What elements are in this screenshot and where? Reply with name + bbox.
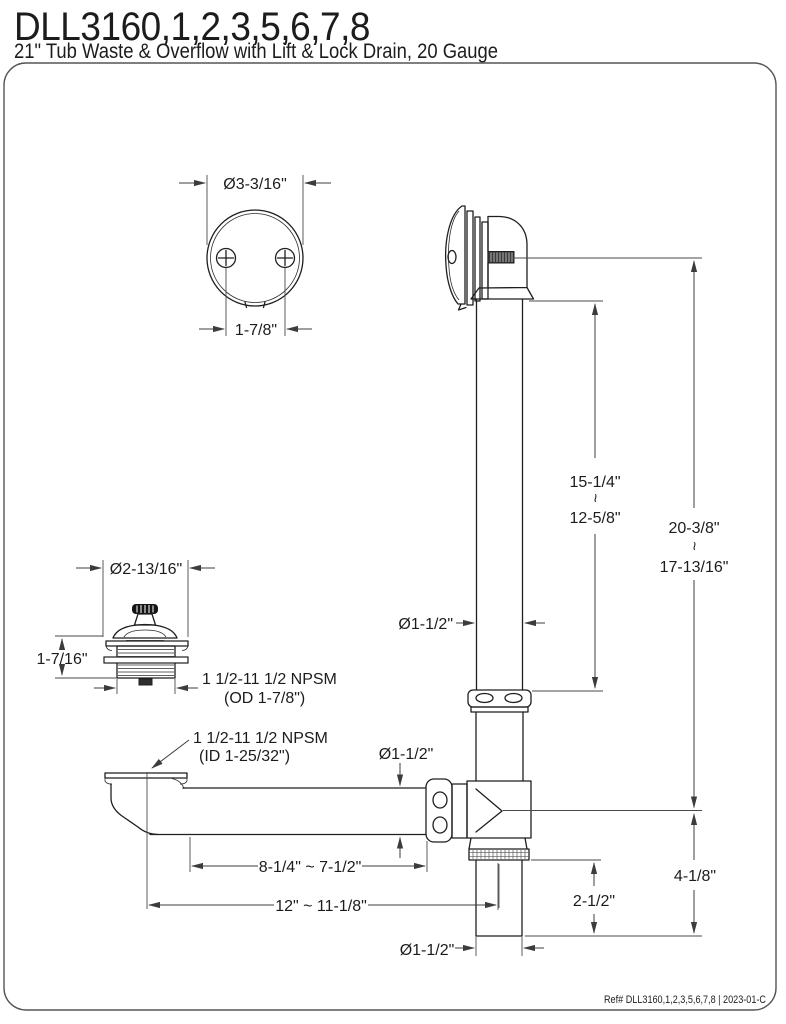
drain-thread-label: 1 1/2-11 1/2 NPSM <box>202 671 337 688</box>
tee-body <box>466 780 532 839</box>
overflow-pipe-diameter-label: Ø1-1/2" <box>398 616 453 633</box>
coupling-slot-right <box>504 692 523 704</box>
overall-length-label: 12" ~ 11-1/8" <box>275 898 367 915</box>
overflow-tube-tilde: ~ <box>586 493 603 502</box>
overflow-elbow-assembly <box>444 205 535 311</box>
tee-funnel <box>475 788 503 812</box>
waste-inlet-thread-id-label: (ID 1-25/32") <box>199 748 290 765</box>
overflow-tube-max-label: 15-1/4" <box>569 474 620 491</box>
waste-pipe-diameter-label: Ø1-1/2" <box>379 746 434 763</box>
waste-inlet-thread-label: 1 1/2-11 1/2 NPSM <box>193 730 328 747</box>
tee-nut-flange <box>451 783 468 839</box>
overall-height-max-label: 20-3/8" <box>668 520 719 537</box>
tee-bottom-neck <box>468 837 528 850</box>
overflow-tube-min-label: 12-5/8" <box>569 510 620 527</box>
faceplate-outer-circle <box>206 209 304 307</box>
drain-locknut <box>103 656 189 664</box>
overall-height-tilde: ~ <box>685 541 702 550</box>
faceplate-screw-spacing-label: 1-7/8" <box>235 322 277 339</box>
tee-nut-slot-bottom <box>432 816 448 834</box>
faceplate-screw-side <box>447 249 457 265</box>
waste-inlet-label: 1 1/2-11 1/2 NPSM (ID 1-25/32") <box>151 730 328 769</box>
tee-nut-slot-top <box>432 791 448 809</box>
tailpiece-length-label: 2-1/2" <box>573 893 615 910</box>
tailpiece-diameter-label: Ø1-1/2" <box>400 942 455 959</box>
overall-height-min-label: 17-13/16" <box>660 559 729 576</box>
faceplate-screw-left <box>215 247 237 269</box>
drain-knob-stem <box>133 613 157 626</box>
dimension-annotations: 15-1/4" ~ 12-5/8" 20-3/8" ~ 17-13/16" 4-… <box>148 257 729 959</box>
overflow-tube-assembly <box>425 298 532 937</box>
faceplate-screw-right <box>274 247 296 269</box>
faceplate-side-view <box>444 205 466 305</box>
sheet-border <box>3 62 777 1011</box>
title-block: DLL3160,1,2,3,5,6,7,8 21" Tub Waste & Ov… <box>14 5 498 63</box>
coupling-lip <box>470 706 529 713</box>
drain-shoe-body <box>110 783 159 836</box>
elbow-flare <box>470 286 535 300</box>
faceplate-inner-circle <box>210 213 300 303</box>
shoe-flange <box>104 772 188 779</box>
drain-thread-od-label: (OD 1-7/8") <box>224 690 305 707</box>
faceplate-diameter-label: Ø3-3/16" <box>223 176 287 193</box>
elbow-body <box>487 215 528 289</box>
plate-back-strip <box>466 210 474 306</box>
waste-arm-length-label: 8-1/4" ~ 7-1/2" <box>259 859 362 876</box>
drain-bottom-tab <box>138 678 153 686</box>
overflow-faceplate-front-view: Ø3-3/16" 1-7/8" <box>179 175 331 339</box>
drain-stopper-cap <box>112 623 178 639</box>
drain-body-height-label: 1-7/16" <box>36 651 87 668</box>
tailpiece-thread-joint <box>468 848 530 861</box>
reference-number: Ref# DLL3160,1,2,3,5,6,7,8 | 2023-01-C <box>604 994 766 1006</box>
tee-drop-label: 4-1/8" <box>674 868 716 885</box>
coupling-slot-left <box>475 692 494 704</box>
page-subtitle: 21" Tub Waste & Overflow with Lift & Loc… <box>14 40 498 63</box>
drain-flange-diameter-label: Ø2-13/16" <box>110 561 182 578</box>
lift-lock-drain-side-view: Ø2-13/16" 1-7/16" 1 1/2-11 1/2 NPSM (OD … <box>36 560 337 707</box>
drain-flange <box>105 640 189 647</box>
overflow-screw-threads <box>487 251 515 264</box>
gasket-strip <box>474 216 481 302</box>
page-title: DLL3160,1,2,3,5,6,7,8 <box>14 5 370 49</box>
waste-arm-assembly <box>104 772 427 909</box>
